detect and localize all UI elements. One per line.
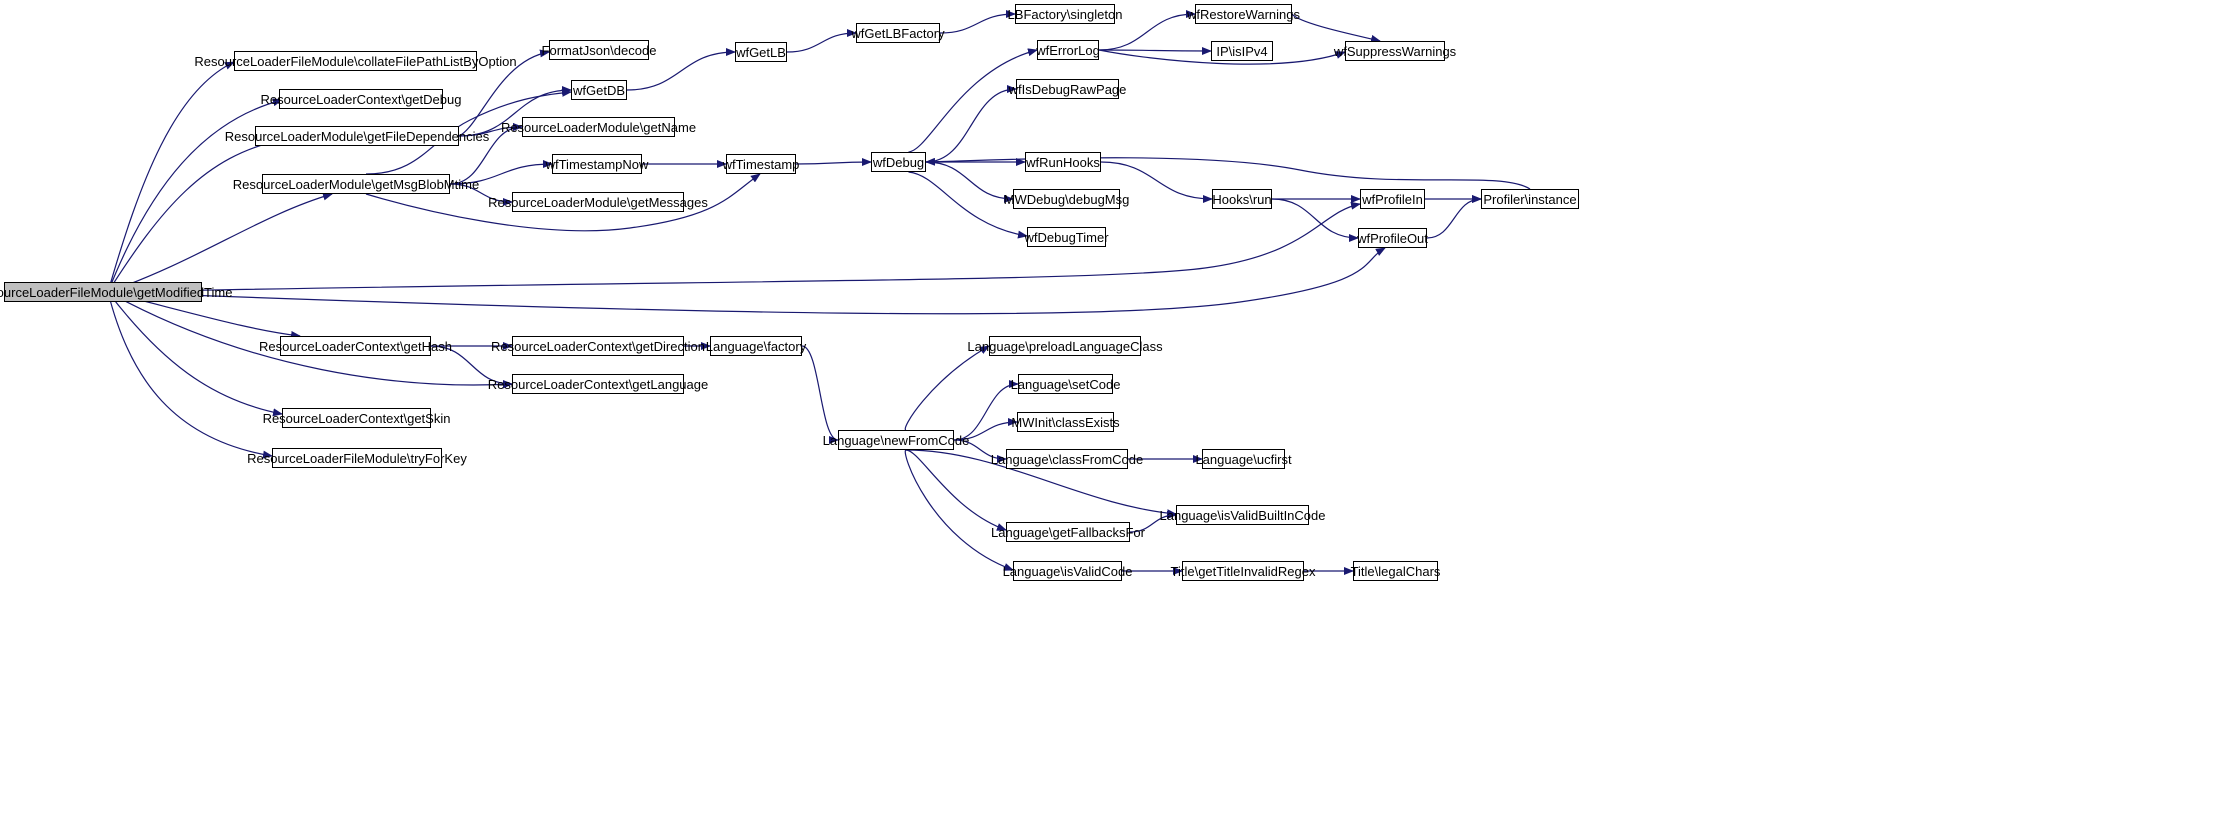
edge-root-to-getFileDeps (107, 137, 283, 293)
node-wf-is-debug-raw[interactable]: wfIsDebugRawPage (1009, 79, 1126, 99)
node-lang-is-valid-built-in[interactable]: Language\isValidBuiltInCode (1160, 505, 1326, 525)
node-wf-timestamp[interactable]: wfTimestamp (723, 154, 799, 174)
edge-wfTimestamp-to-wfDebug (795, 158, 872, 167)
node-wf-get-l-b-f[interactable]: wfGetLBFactory (851, 23, 945, 43)
node-lang-ucfirst[interactable]: Language\ucfirst (1195, 449, 1292, 469)
edge-langGetFallbacks-to-langIsValidBuiltIn (1129, 511, 1177, 533)
edge-wfDebug-to-wfDebugTimer (908, 171, 1028, 239)
node-title-legal-chars[interactable]: Title\legalChars (1351, 561, 1440, 581)
node-root[interactable]: ResourceLoaderFileModule\getModifiedTime (0, 282, 232, 302)
edge-langFactory-to-langNewFromCode (801, 345, 839, 444)
edge-root-to-wfProfileIn (107, 201, 1361, 293)
node-lang-get-fallbacks[interactable]: Language\getFallbacksFor (991, 522, 1145, 542)
edge-getMsgBlob-to-wfGetDB (365, 88, 572, 175)
node-lbf-singleton[interactable]: LBFactory\singleton (1008, 4, 1122, 24)
node-collate[interactable]: ResourceLoaderFileModule\collateFilePath… (194, 51, 517, 71)
node-wf-profile-in[interactable]: wfProfileIn (1360, 189, 1425, 209)
edge-langNewFromCode-to-langClassFromCode (953, 439, 1007, 463)
node-get-language[interactable]: ResourceLoaderContext\getLanguage (488, 374, 708, 394)
node-wf-debug[interactable]: wfDebug (871, 152, 926, 172)
edge-getMsgBlob-to-getName (449, 123, 523, 185)
edge-getMsgBlob-to-getMessages (449, 183, 513, 206)
edge-wfRunHooks-to-hooksRun (1100, 161, 1213, 203)
edge-wfDebug-to-wfErrorLog (908, 48, 1038, 153)
edge-wfGetLB-to-wfGetLBF (786, 29, 857, 53)
edge-langNewFromCode-to-langIsValid (904, 449, 1014, 571)
node-lang-class-from-code[interactable]: Language\classFromCode (991, 449, 1143, 469)
node-lang-is-valid[interactable]: Language\isValidCode (1003, 561, 1132, 581)
edge-wfGetDB-to-wfGetLB (626, 48, 736, 91)
node-hooks-run[interactable]: Hooks\run (1212, 189, 1272, 209)
edge-root-to-getMsgBlob (107, 192, 333, 293)
edge-profInstance-to-wfDebug (925, 157, 1531, 190)
node-get-direction[interactable]: ResourceLoaderContext\getDirection (491, 336, 705, 356)
node-lang-new-from-code[interactable]: Language\newFromCode (823, 430, 969, 450)
node-wf-run-hooks[interactable]: wfRunHooks (1025, 152, 1101, 172)
node-lang-set-code[interactable]: Language\setCode (1011, 374, 1120, 394)
edge-root-to-getSkin (107, 291, 283, 417)
node-wf-get-d-b[interactable]: wfGetDB (571, 80, 627, 100)
edge-wfErrorLog-to-wfRestoreW (1098, 10, 1196, 51)
edge-wfErrorLog-to-wfSuppressW (1098, 49, 1346, 65)
node-get-debug[interactable]: ResourceLoaderContext\getDebug (261, 89, 461, 109)
node-lang-factory[interactable]: Language\factory (706, 336, 806, 356)
node-wf-suppress-w[interactable]: wfSuppressWarnings (1334, 41, 1456, 61)
edge-getMsgBlob-to-tsNow (449, 160, 553, 185)
node-get-hash[interactable]: ResourceLoaderContext\getHash (259, 336, 452, 356)
node-fj-decode[interactable]: FormatJson\decode (542, 40, 656, 60)
edge-wfDebug-to-wfIsDebugRaw (925, 85, 1017, 163)
node-ts-now[interactable]: wfTimestampNow (546, 154, 648, 174)
node-get-name[interactable]: ResourceLoaderModule\getName (501, 117, 696, 137)
edge-root-to-wfProfileOut (107, 247, 1386, 315)
edge-langNewFromCode-to-mwInitClass (953, 418, 1018, 441)
node-try-for-key[interactable]: ResourceLoaderFileModule\tryForKey (247, 448, 467, 468)
edge-wfProfileOut-to-profInstance (1426, 195, 1482, 239)
edge-getHash-to-getLanguage (430, 345, 513, 388)
node-wf-error-log[interactable]: wfErrorLog (1036, 40, 1100, 60)
node-get-file-deps[interactable]: ResourceLoaderModule\getFileDependencies (225, 126, 489, 146)
edge-root-to-tryForKey (107, 291, 273, 459)
node-wf-profile-out[interactable]: wfProfileOut (1357, 228, 1428, 248)
edge-langNewFromCode-to-langSetCode (953, 380, 1019, 441)
edge-root-to-getDebug (107, 98, 283, 293)
node-get-messages[interactable]: ResourceLoaderModule\getMessages (488, 192, 708, 212)
node-prof-instance[interactable]: Profiler\instance (1481, 189, 1579, 209)
edge-langNewFromCode-to-langPreload (904, 345, 990, 431)
node-ip-is-i-pv4[interactable]: IP\isIPv4 (1211, 41, 1273, 61)
edge-wfErrorLog-to-ipIsIPv4 (1098, 46, 1212, 55)
node-mw-debug-msg[interactable]: MWDebug\debugMsg (1004, 189, 1129, 209)
edge-wfDebug-to-mwDebugMsg (925, 161, 1014, 203)
edge-hooksRun-to-wfProfileOut (1271, 198, 1359, 242)
edge-getFileDeps-to-fjDecode (458, 49, 550, 137)
edge-root-to-getLanguage (107, 291, 513, 389)
edge-root-to-collate (107, 61, 235, 293)
node-mw-init-class[interactable]: MWInit\classExists (1011, 412, 1120, 432)
node-get-msg-blob[interactable]: ResourceLoaderModule\getMsgBlobMtime (233, 174, 479, 194)
node-wf-debug-timer[interactable]: wfDebugTimer (1024, 227, 1109, 247)
edge-wfRestoreW-to-wfSuppressW (1291, 13, 1381, 43)
node-wf-restore-w[interactable]: wfRestoreWarnings (1187, 4, 1300, 24)
edge-getMsgBlob-to-wfTimestamp (365, 173, 761, 232)
node-title-invalid-regex[interactable]: Title\getTitleInvalidRegex (1171, 561, 1316, 581)
edge-langNewFromCode-to-langIsValidBuiltIn (905, 449, 1177, 518)
node-lang-preload[interactable]: Language\preloadLanguageClass (967, 336, 1163, 356)
node-get-skin[interactable]: ResourceLoaderContext\getSkin (263, 408, 450, 428)
node-wf-get-l-b[interactable]: wfGetLB (735, 42, 787, 62)
edge-wfGetLBF-to-lbfSingleton (939, 10, 1016, 34)
edge-langNewFromCode-to-langGetFallbacks (905, 449, 1007, 531)
